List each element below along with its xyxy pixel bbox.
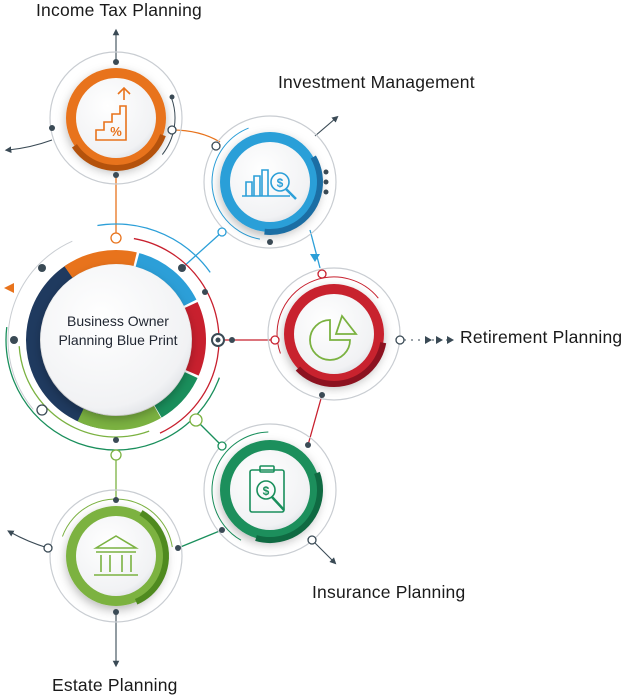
estate-label: Estate Planning [52,675,178,695]
chart-magnifier-dollar-icon: $ [242,169,297,200]
svg-text:%: % [110,124,122,139]
svg-text:$: $ [263,484,270,498]
retirement-node[interactable] [261,254,407,407]
insurance-node[interactable] [191,411,349,569]
retirement-label: Retirement Planning [460,327,623,347]
insurance-label: Insurance Planning [312,582,466,602]
center-title: Business Owner Planning Blue Print [38,312,198,350]
investment-label: Investment Management [278,72,475,92]
bank-building-icon [93,535,139,576]
svg-text:$: $ [277,176,284,190]
pie-chart-icon [309,314,358,361]
clipboard-dollar-icon: $ [249,465,285,513]
estate-node[interactable] [43,483,189,629]
chart-percent-icon: % [95,86,131,141]
income-tax-node[interactable] [40,42,191,193]
income-tax-label: Income Tax Planning [36,0,202,20]
investment-node[interactable] [202,114,339,251]
center-title-line2: Planning Blue Print [58,332,178,348]
center-title-line1: Business Owner [67,313,169,329]
